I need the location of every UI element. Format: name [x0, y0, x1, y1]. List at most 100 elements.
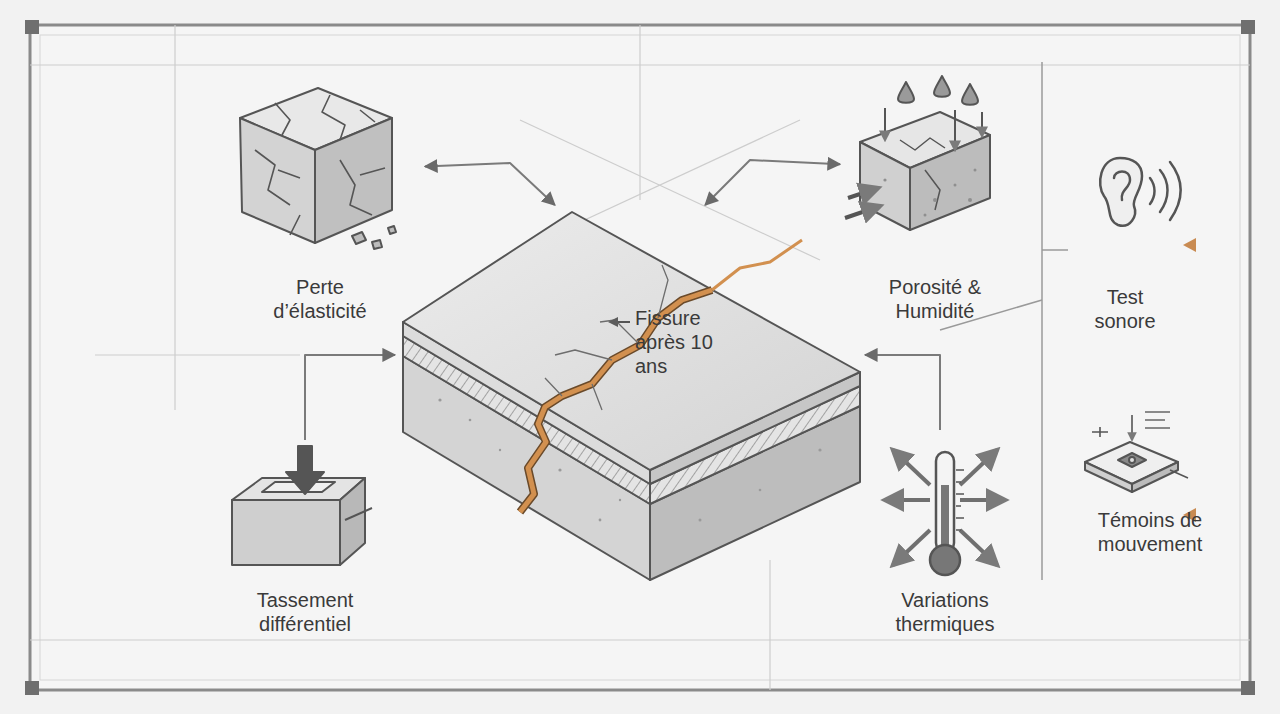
shift-line: [345, 508, 372, 520]
box-side: [340, 478, 365, 565]
thermometer-icon: [885, 450, 1005, 575]
ear-inner: [1114, 172, 1130, 201]
bracket-tick: [1042, 249, 1068, 251]
connector-arrow: [425, 163, 555, 205]
water-drop: [898, 82, 914, 103]
connector-arrow: [705, 160, 840, 205]
debris: [372, 240, 382, 249]
texture-dot: [499, 449, 501, 451]
sound-wave: [1160, 170, 1168, 212]
grid-line: [639, 25, 640, 200]
frame-border: [30, 25, 1250, 690]
gauge-sensor: [1118, 453, 1146, 467]
thermo-bulb: [930, 545, 960, 575]
water-arrow: [954, 110, 956, 150]
orange-pointer: [1183, 238, 1196, 252]
icon-node: Perte d’élasticité: [215, 80, 425, 325]
page-frame: [25, 20, 1255, 695]
ear-outline: [1100, 158, 1142, 226]
texture-dot: [438, 398, 441, 401]
gauge-dot: [1129, 457, 1135, 463]
cube-right: [315, 118, 392, 243]
icon-label: Porosité & Humidité: [875, 275, 995, 323]
texture-dot: [818, 448, 821, 451]
icon-node: Tassement différentiel: [210, 440, 400, 640]
icon-label: Tassement différentiel: [240, 588, 370, 636]
water-drop: [934, 76, 950, 97]
grid-lines: [30, 25, 1250, 690]
block-side: [910, 135, 990, 230]
pore: [968, 198, 972, 202]
tile-top: [403, 212, 860, 470]
heat-arrow: [960, 530, 997, 565]
callout-label: Fissure après 10 ans: [635, 306, 748, 378]
texture-dot: [699, 519, 702, 522]
sound-wave: [1150, 178, 1155, 204]
icon-node: Porosité & Humidité: [840, 95, 1030, 330]
grid-line: [30, 639, 1250, 640]
porous-block-icon: [845, 76, 990, 230]
water-arrow: [884, 108, 886, 140]
heat-arrow: [893, 530, 930, 565]
icon-label: Témoins de mouvement: [1093, 508, 1207, 556]
frame-corner: [25, 681, 39, 695]
pore: [974, 169, 977, 172]
ear-icon: [1100, 158, 1180, 226]
concrete-texture: [438, 398, 821, 521]
icon-label: Variations thermiques: [870, 588, 1020, 636]
moisture-arrow: [848, 188, 878, 198]
gauge-pointer: [1131, 415, 1133, 440]
moisture-arrow: [845, 206, 880, 218]
icon-node: Témoins de mouvement: [1070, 400, 1230, 565]
debris: [388, 226, 396, 234]
block-front: [860, 142, 910, 230]
texture-dot: [619, 499, 621, 501]
frame-corner: [25, 20, 39, 34]
pore: [933, 198, 937, 202]
settlement-icon: [232, 446, 372, 565]
water-arrow: [981, 112, 983, 136]
texture-dot: [599, 519, 602, 522]
crack: [520, 240, 802, 512]
pore: [924, 214, 927, 217]
thermo-scale: [956, 470, 964, 530]
cracked-cube-icon: [240, 88, 396, 249]
grid-line: [95, 354, 300, 355]
heat-arrow: [893, 450, 930, 485]
heat-arrow: [885, 498, 930, 502]
gauge-lead: [1092, 427, 1188, 478]
pore-dots: [883, 169, 976, 217]
connector-arrow: [305, 355, 395, 440]
texture-dot: [558, 468, 561, 471]
gauge-side: [1132, 462, 1178, 492]
slab-illustration: [403, 212, 860, 580]
heat-arrow: [960, 450, 997, 485]
icon-label: Test sonore: [1085, 285, 1165, 333]
slab-illustration-node: Fissure après 10 ans: [395, 205, 865, 575]
block-cracks: [900, 138, 945, 210]
crack-gauge-icon: [1085, 412, 1188, 492]
water-drop: [962, 84, 978, 105]
grid-line: [769, 560, 770, 690]
down-arrow: [286, 446, 324, 494]
gauge-readout: [1145, 412, 1170, 428]
label-pointer: [610, 321, 630, 323]
bracket-line: [1041, 62, 1043, 580]
sound-wave: [1170, 162, 1181, 220]
icon-node: Variations thermiques: [870, 430, 1035, 640]
box-front: [232, 500, 340, 565]
pore: [883, 178, 886, 181]
pore: [954, 184, 957, 187]
frame-corner: [1241, 20, 1255, 34]
crack-extension: [712, 240, 802, 290]
grid-line: [174, 25, 175, 410]
gauge-front: [1085, 462, 1132, 492]
texture-dot: [759, 489, 762, 492]
frame-corner: [1241, 681, 1255, 695]
heat-arrow: [960, 498, 1005, 502]
icon-node: Test sonore: [1075, 145, 1185, 340]
cube-left: [240, 118, 315, 243]
cube-cracks: [255, 95, 385, 235]
debris: [352, 232, 366, 244]
